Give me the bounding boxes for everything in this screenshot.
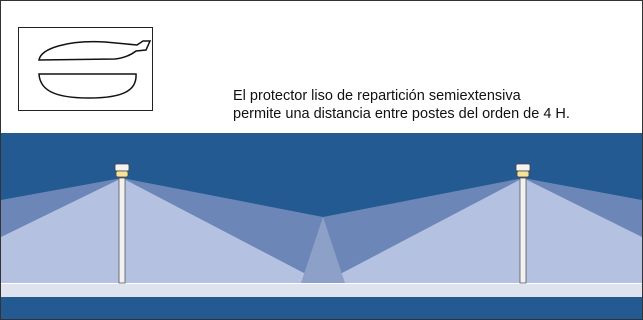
street-lighting-scene	[1, 133, 642, 319]
cone-overlap-right	[323, 217, 345, 283]
left-lamp-head	[114, 163, 130, 172]
cone-overlap-left	[301, 217, 323, 283]
right-lamp-post	[515, 163, 531, 284]
left-lamp-inner-cone	[1, 178, 323, 283]
luminaire-protector-outline-icon	[38, 40, 152, 99]
luminaire-icon-box	[18, 27, 153, 111]
ground-strip	[1, 297, 642, 319]
caption-line-2: permite una distancia entre postes del o…	[233, 106, 570, 122]
right-lamp-inner-cone	[323, 178, 642, 283]
left-lamp-glow	[115, 170, 129, 178]
right-lamp-head	[515, 163, 531, 172]
left-pole	[118, 177, 126, 284]
caption-line-1: El protector liso de repartición semiext…	[233, 88, 521, 104]
left-lamp-post	[114, 163, 130, 284]
right-lamp-glow	[516, 170, 530, 178]
right-pole	[519, 177, 527, 284]
header-panel: El protector liso de repartición semiext…	[1, 1, 642, 133]
caption-text: El protector liso de repartición semiext…	[233, 87, 633, 123]
road-surface	[1, 283, 642, 297]
